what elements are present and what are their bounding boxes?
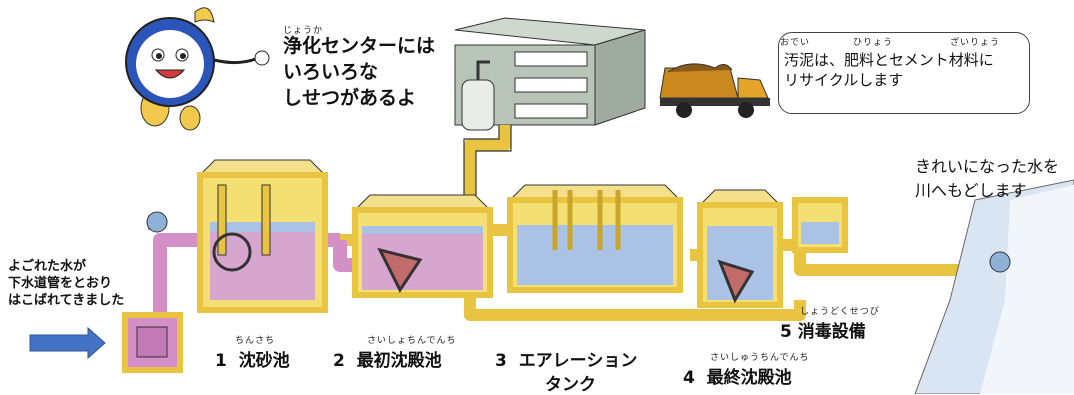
inflow-line-2: 下水道管をとおり	[8, 276, 113, 291]
tank-5-disinfection	[792, 197, 848, 253]
stage-3-name-2: タンク	[545, 375, 596, 395]
truck	[659, 63, 770, 118]
stage-5-label: 5 消毒設備	[780, 317, 866, 342]
bubble-line-1: 汚泥は、肥料とセメント材料に	[784, 51, 994, 69]
stage-2-label: 2 最初沈殿池	[333, 346, 442, 371]
stage-5-number: 5	[780, 322, 792, 342]
outflow-note: きれいになった水を 川へもどします	[915, 155, 1059, 203]
stage-2-number: 2	[333, 351, 345, 371]
stage-4-label: 4 最終沈殿池	[683, 363, 792, 388]
stage-3-name: エアレーション	[518, 351, 638, 371]
intro-line-3: しせつがあるよ	[283, 87, 417, 109]
outflow-line-2: 川へもどします	[915, 181, 1027, 200]
outflow-line-1: きれいになった水を	[915, 157, 1060, 176]
intro-text: 浄化センターには いろいろな しせつがあるよ	[283, 33, 463, 111]
stage-3-number: 3	[495, 351, 507, 371]
mascot-character	[125, 7, 270, 131]
bubble-ruby-2: ひりょう	[853, 38, 894, 48]
stage-5-ruby: しょうどくせつび	[800, 307, 880, 317]
bubble-text: 汚泥は、肥料とセメント材料に リサイクルします	[784, 50, 994, 90]
intro-line-1: 浄化センターには	[283, 35, 436, 57]
stage-4-number: 4	[683, 368, 695, 388]
stage-4-ruby: さいしゅうちんでんち	[710, 353, 810, 363]
stage-1-label: 1 沈砂池	[215, 346, 290, 371]
intro-line-2: いろいろな	[283, 61, 379, 83]
stage-2-ruby: さいしょちんでんち	[367, 336, 457, 346]
center-building	[454, 17, 646, 131]
inflow-line-3: はこばれてきました	[8, 293, 125, 308]
stage-1-ruby: ちんさち	[235, 336, 276, 346]
inlet-pit	[122, 312, 183, 373]
bubble-line-2: リサイクルします	[784, 71, 904, 89]
inflow-line-1: よごれた水が	[8, 259, 87, 274]
stage-5-name: 消毒設備	[797, 322, 866, 342]
bubble-ruby-3: ざいりょう	[950, 38, 1001, 48]
tank-1-grit-chamber	[197, 159, 328, 313]
tank-3-aeration-tank	[507, 184, 683, 293]
stage-1-number: 1	[215, 351, 227, 371]
tank-4-final-settling	[697, 189, 783, 308]
river	[914, 179, 1074, 394]
bubble-ruby-1: おでい	[780, 38, 811, 48]
stage-2-name: 最初沈殿池	[356, 351, 442, 371]
tank-2-primary-settling	[352, 194, 493, 298]
stage-3-label: 3 エアレーション	[495, 346, 637, 371]
stage-4-name: 最終沈殿池	[706, 368, 792, 388]
speech-bubble	[778, 32, 1030, 114]
intro-ruby: じょうか	[283, 26, 324, 36]
inflow-arrow	[29, 326, 106, 360]
stage-1-name: 沈砂池	[238, 351, 290, 371]
inflow-note: よごれた水が 下水道管をとおり はこばれてきました	[8, 258, 124, 309]
